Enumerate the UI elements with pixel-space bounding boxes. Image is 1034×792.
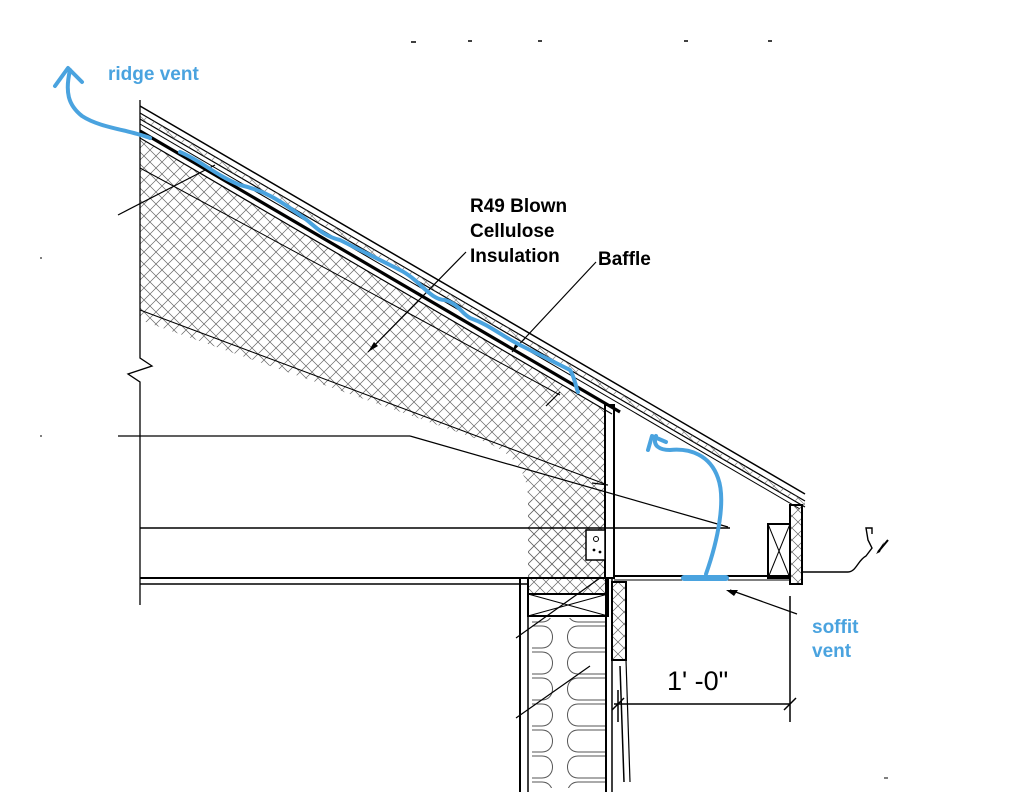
wall-batt-insulation — [532, 618, 606, 788]
insulation-label-line-1: R49 Blown — [470, 196, 567, 217]
wall-framing — [515, 577, 631, 792]
top-tick-marks — [411, 40, 772, 43]
break-line — [126, 100, 154, 605]
gutter-profile — [802, 527, 873, 573]
hurricane-tie — [585, 529, 606, 561]
insulation-fill — [140, 138, 605, 578]
tie-nail-1 — [593, 536, 599, 542]
insulation-leader-arrow — [368, 342, 378, 352]
overhang-dimension — [611, 596, 797, 722]
ridge-vent-label: ridge vent — [108, 64, 199, 85]
tie-nail-3 — [598, 550, 602, 554]
tie-nail-2 — [592, 548, 596, 552]
roof-sheathing-hatch — [140, 113, 805, 507]
overhang-dimension-text: 1' -0" — [667, 666, 728, 696]
gutter-arrowhead — [876, 542, 884, 554]
ceiling-framing — [117, 164, 730, 585]
soffit-vent-label-line-2: vent — [812, 641, 852, 662]
soffit-vent-label-line-1: soffit — [812, 617, 859, 638]
soffit-leader-arrow — [726, 590, 738, 596]
rafter-tail — [604, 404, 803, 585]
soffit-airflow-path — [646, 434, 724, 576]
leader-lines — [367, 251, 798, 615]
wall-top-plates — [527, 577, 609, 617]
stray-marks — [40, 257, 888, 779]
insulation-label-line-3: Insulation — [470, 246, 560, 267]
baffle-label: Baffle — [598, 249, 651, 270]
insulation-label-line-2: Cellulose — [470, 221, 554, 242]
airflow-annotations — [53, 66, 729, 581]
baffle-airflow-path — [178, 150, 580, 394]
ridge-airflow-path — [53, 66, 152, 140]
